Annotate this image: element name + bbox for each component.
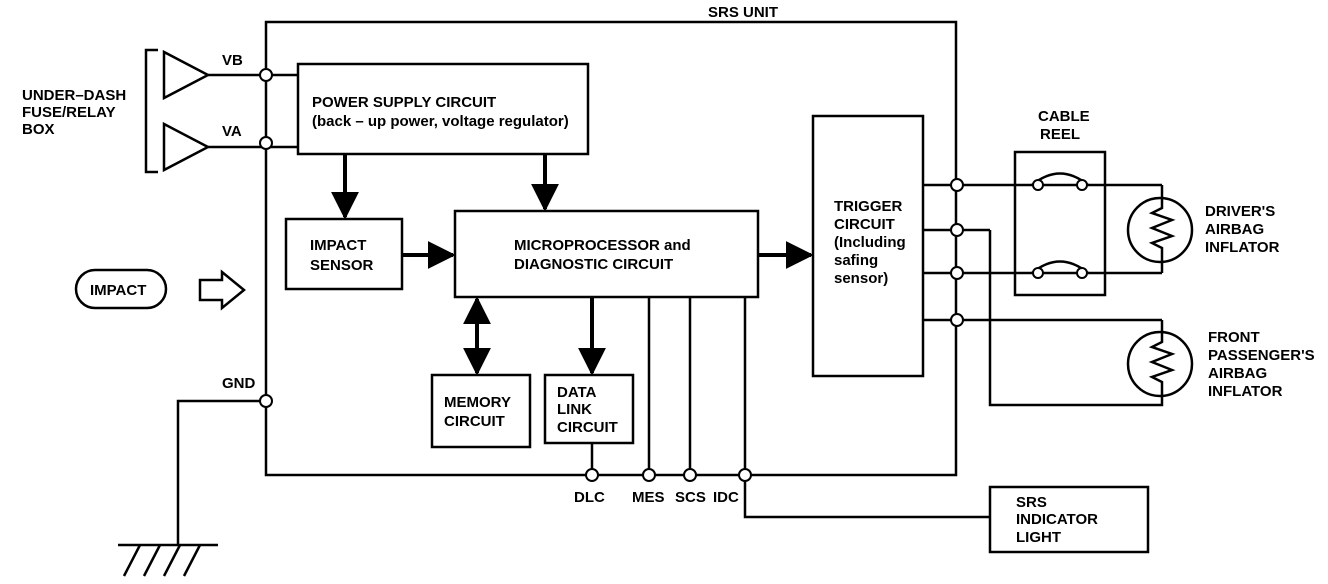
trigger-line-1: TRIGGER	[834, 198, 903, 215]
terminal-dlc-label: DLC	[574, 489, 605, 506]
fuse-box-line-3: BOX	[22, 121, 55, 138]
trigger-line-2: CIRCUIT	[834, 216, 895, 233]
fuse-box-line-2: FUSE/RELAY	[22, 104, 116, 121]
trigger-line-4: safing	[834, 252, 878, 269]
power-supply-line-2: (back – up power, voltage regulator)	[312, 113, 569, 130]
terminal-vb-label: VB	[222, 52, 243, 69]
cable-reel-box	[1013, 150, 1107, 297]
data-link-circuit-box	[543, 373, 635, 445]
passenger-airbag-line-3: AIRBAG	[1208, 365, 1267, 382]
terminal-mes-label: MES	[632, 489, 665, 506]
impact-arrow-icon	[198, 269, 246, 311]
microprocessor-box	[453, 209, 760, 299]
passenger-airbag-inflator-symbol	[1126, 330, 1194, 398]
srs-unit-label: SRS UNIT	[708, 4, 778, 21]
data-link-line-3: CIRCUIT	[557, 419, 618, 436]
memory-circuit-line-2: CIRCUIT	[444, 413, 505, 430]
srs-indicator-line-1: SRS	[1016, 494, 1047, 511]
data-link-line-1: DATA	[557, 384, 597, 401]
fuse-box-line-1: UNDER–DASH	[22, 87, 126, 104]
impact-sensor-line-1: IMPACT	[310, 237, 366, 254]
impact-input-badge	[74, 268, 168, 310]
srs-indicator-line-2: INDICATOR	[1016, 511, 1098, 528]
terminals	[259, 68, 964, 482]
terminal-idc-label: IDC	[713, 489, 739, 506]
srs-indicator-light-box	[988, 485, 1150, 554]
impact-sensor-line-2: SENSOR	[310, 257, 374, 274]
passenger-airbag-line-4: INFLATOR	[1208, 383, 1283, 400]
data-link-line-2: LINK	[557, 401, 592, 418]
terminal-va-label: VA	[222, 123, 242, 140]
drivers-airbag-line-2: AIRBAG	[1205, 221, 1264, 238]
cable-reel-line-1: CABLE	[1038, 108, 1090, 125]
srs-unit-boundary	[264, 20, 958, 477]
power-supply-circuit-box	[296, 62, 590, 156]
terminal-gnd-label: GND	[222, 375, 256, 392]
memory-circuit-box	[430, 373, 532, 449]
passenger-airbag-line-1: FRONT	[1208, 329, 1260, 346]
srs-indicator-line-3: LIGHT	[1016, 529, 1061, 546]
passenger-airbag-line-2: PASSENGER'S	[1208, 347, 1315, 364]
cable-reel-line-2: REEL	[1040, 126, 1080, 143]
microprocessor-line-1: MICROPROCESSOR and	[514, 237, 691, 254]
drivers-airbag-line-1: DRIVER'S	[1205, 203, 1275, 220]
trigger-line-5: sensor)	[834, 270, 888, 287]
impact-sensor-box	[284, 217, 404, 291]
drivers-airbag-inflator-symbol	[1126, 196, 1194, 264]
power-supply-line-1: POWER SUPPLY CIRCUIT	[312, 94, 496, 111]
terminal-scs-label: SCS	[675, 489, 706, 506]
microprocessor-line-2: DIAGNOSTIC CIRCUIT	[514, 256, 673, 273]
trigger-line-3: (Including	[834, 234, 906, 251]
fuse-relay-box: UNDER–DASH FUSE/RELAY BOX	[22, 48, 266, 174]
trigger-circuit-box	[811, 114, 925, 378]
memory-circuit-line-1: MEMORY	[444, 394, 511, 411]
drivers-airbag-line-3: INFLATOR	[1205, 239, 1280, 256]
impact-input-label: IMPACT	[90, 282, 146, 299]
